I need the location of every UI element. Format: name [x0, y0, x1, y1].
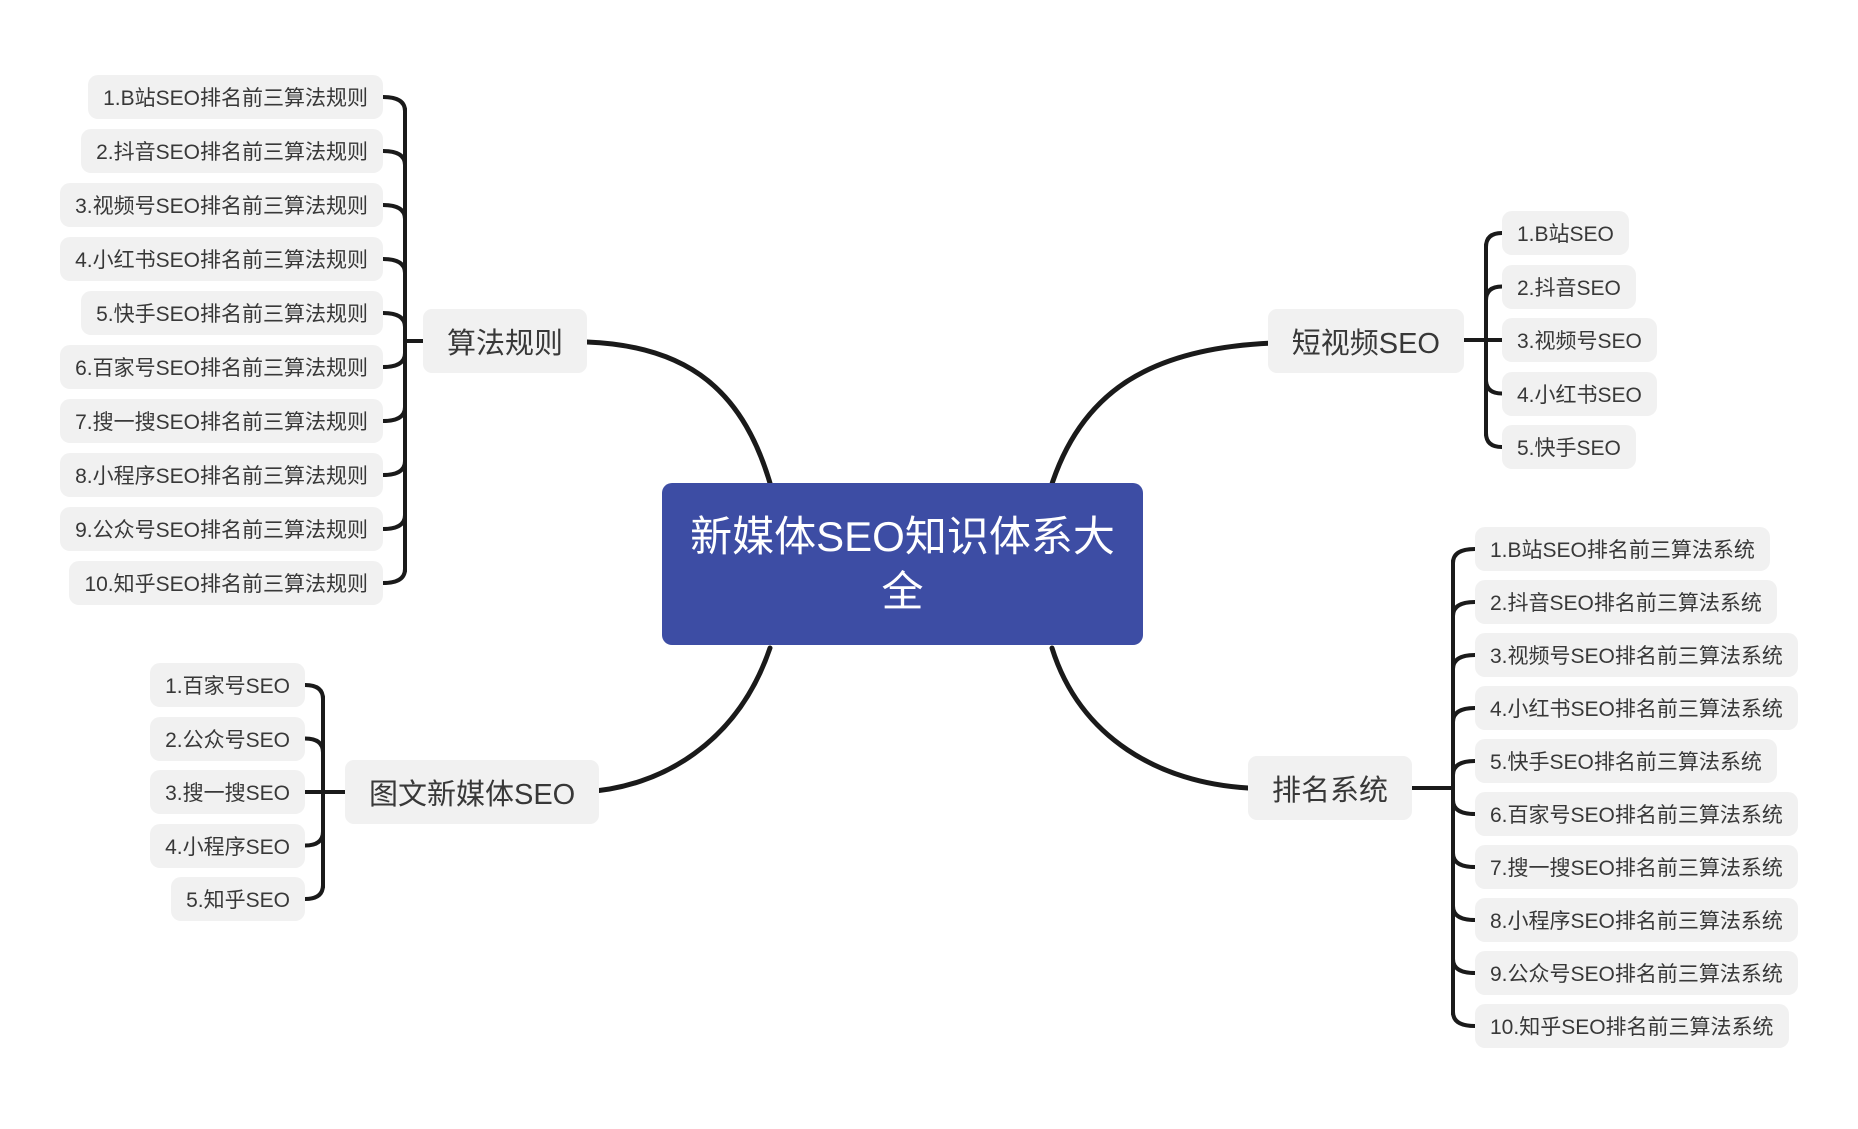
child-node[interactable]: 3.搜一搜SEO: [150, 770, 305, 814]
child-node[interactable]: 8.小程序SEO排名前三算法系统: [1475, 898, 1798, 942]
child-node[interactable]: 2.抖音SEO排名前三算法系统: [1475, 580, 1777, 624]
child-node[interactable]: 3.视频号SEO排名前三算法规则: [60, 183, 383, 227]
child-node[interactable]: 5.快手SEO排名前三算法规则: [81, 291, 383, 335]
child-node[interactable]: 1.B站SEO排名前三算法系统: [1475, 527, 1770, 571]
child-node[interactable]: 2.抖音SEO: [1502, 264, 1636, 309]
child-node[interactable]: 4.小红书SEO排名前三算法规则: [60, 237, 383, 281]
child-node[interactable]: 7.搜一搜SEO排名前三算法规则: [60, 399, 383, 443]
child-node[interactable]: 1.百家号SEO: [150, 663, 305, 707]
child-node[interactable]: 4.小红书SEO: [1502, 371, 1657, 416]
branch-node-ranking-system[interactable]: 排名系统: [1247, 756, 1412, 820]
child-node[interactable]: 5.快手SEO: [1502, 425, 1636, 469]
branch-algorithm-rules-children: 1.B站SEO排名前三算法规则 2.抖音SEO排名前三算法规则 3.视频号SEO…: [60, 75, 383, 605]
child-node[interactable]: 4.小红书SEO排名前三算法系统: [1475, 686, 1798, 730]
branch-ranking-system-children: 1.B站SEO排名前三算法系统 2.抖音SEO排名前三算法系统 3.视频号SEO…: [1475, 527, 1798, 1048]
child-node[interactable]: 2.抖音SEO排名前三算法规则: [81, 129, 383, 173]
child-node[interactable]: 10.知乎SEO排名前三算法规则: [69, 561, 383, 605]
branch-node-text-media-seo[interactable]: 图文新媒体SEO: [345, 760, 600, 824]
child-node[interactable]: 1.B站SEO排名前三算法规则: [88, 75, 383, 119]
child-node[interactable]: 6.百家号SEO排名前三算法系统: [1475, 792, 1798, 836]
child-node[interactable]: 9.公众号SEO排名前三算法规则: [60, 507, 383, 551]
child-node[interactable]: 7.搜一搜SEO排名前三算法系统: [1475, 845, 1798, 889]
child-node[interactable]: 2.公众号SEO: [150, 716, 305, 761]
child-node[interactable]: 1.B站SEO: [1502, 211, 1629, 255]
branch-short-video-seo-children: 1.B站SEO 2.抖音SEO 3.视频号SEO 4.小红书SEO 5.快手SE…: [1502, 211, 1657, 469]
child-node[interactable]: 4.小程序SEO: [150, 823, 305, 868]
root-node[interactable]: 新媒体SEO知识体系大全: [662, 483, 1143, 645]
child-node[interactable]: 8.小程序SEO排名前三算法规则: [60, 453, 383, 497]
child-node[interactable]: 6.百家号SEO排名前三算法规则: [60, 345, 383, 389]
child-node[interactable]: 9.公众号SEO排名前三算法系统: [1475, 951, 1798, 995]
branch-text-media-seo-children: 1.百家号SEO 2.公众号SEO 3.搜一搜SEO 4.小程序SEO 5.知乎…: [150, 663, 305, 921]
child-node[interactable]: 10.知乎SEO排名前三算法系统: [1475, 1004, 1789, 1048]
branch-node-algorithm-rules[interactable]: 算法规则: [422, 309, 587, 373]
branch-node-short-video-seo[interactable]: 短视频SEO: [1267, 309, 1464, 373]
child-node[interactable]: 5.快手SEO排名前三算法系统: [1475, 739, 1777, 783]
child-node[interactable]: 5.知乎SEO: [171, 877, 305, 921]
child-node[interactable]: 3.视频号SEO: [1502, 318, 1657, 362]
child-node[interactable]: 3.视频号SEO排名前三算法系统: [1475, 633, 1798, 677]
